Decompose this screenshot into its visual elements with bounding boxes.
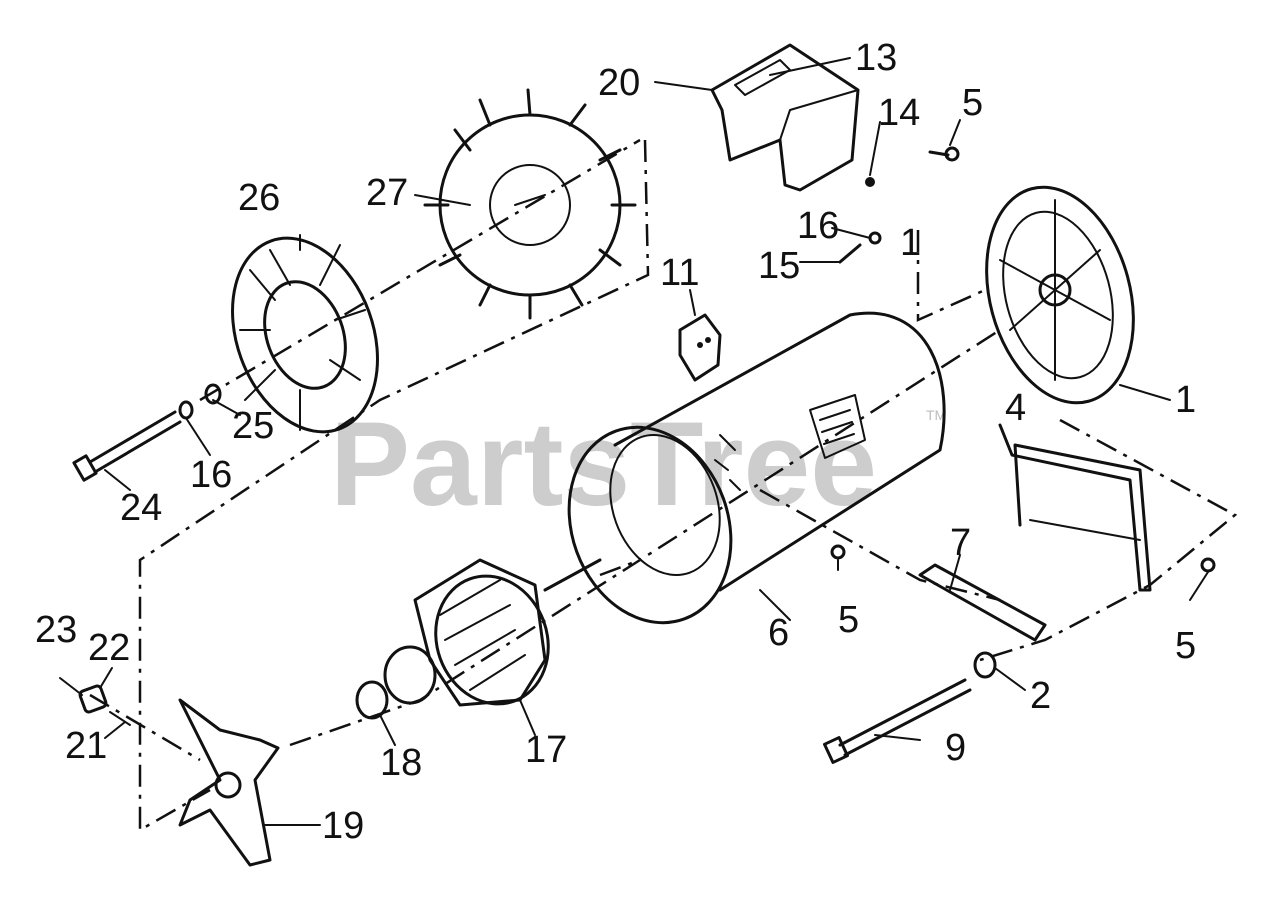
part-rotor <box>413 558 602 707</box>
callout-13: 13 <box>855 37 897 79</box>
part-end-shield <box>231 236 379 434</box>
callout-25: 25 <box>232 405 274 447</box>
callout-7: 7 <box>950 522 971 564</box>
callout-21: 21 <box>65 725 107 767</box>
part-housing <box>567 311 946 625</box>
callout-20: 20 <box>598 62 640 104</box>
part-strap <box>918 563 1047 642</box>
callout-16-top: 16 <box>797 205 839 247</box>
watermark-tm: TM <box>926 407 946 423</box>
callout-5-right: 5 <box>1175 625 1196 667</box>
leader-lines <box>59 57 1209 826</box>
callout-22: 22 <box>88 627 130 669</box>
part-bracket <box>710 43 875 192</box>
callout-labels: 13 20 14 5 26 27 16 1 15 11 1 4 24 16 25… <box>35 37 1196 847</box>
callout-27: 27 <box>366 172 408 214</box>
part-screw-top <box>928 146 960 162</box>
part-bearing <box>355 645 437 720</box>
callout-5-top: 5 <box>962 82 983 124</box>
callout-26: 26 <box>238 177 280 219</box>
callout-17: 17 <box>525 729 567 771</box>
callout-6: 6 <box>768 612 789 654</box>
part-hub <box>178 698 280 867</box>
part-connector <box>678 313 722 382</box>
part-end-bell <box>985 185 1135 405</box>
callout-11: 11 <box>660 252 699 294</box>
part-support-bracket <box>998 423 1152 592</box>
callout-23: 23 <box>35 609 77 651</box>
callout-9: 9 <box>945 727 966 769</box>
callout-5-mid: 5 <box>838 599 859 641</box>
callout-1-right: 1 <box>1175 379 1196 421</box>
part-nut <box>78 684 131 726</box>
callout-24: 24 <box>120 487 162 529</box>
callout-15: 15 <box>758 245 800 287</box>
callout-1-top: 1 <box>900 222 921 264</box>
callout-19: 19 <box>322 805 364 847</box>
callout-14: 14 <box>878 92 920 134</box>
part-fan <box>423 88 637 320</box>
callout-16-left: 16 <box>190 454 232 496</box>
callout-18: 18 <box>380 742 422 784</box>
callout-4: 4 <box>1005 387 1026 429</box>
callout-2: 2 <box>1030 675 1051 717</box>
part-bolt-right <box>823 651 997 764</box>
watermark: PartsTree <box>330 397 877 531</box>
